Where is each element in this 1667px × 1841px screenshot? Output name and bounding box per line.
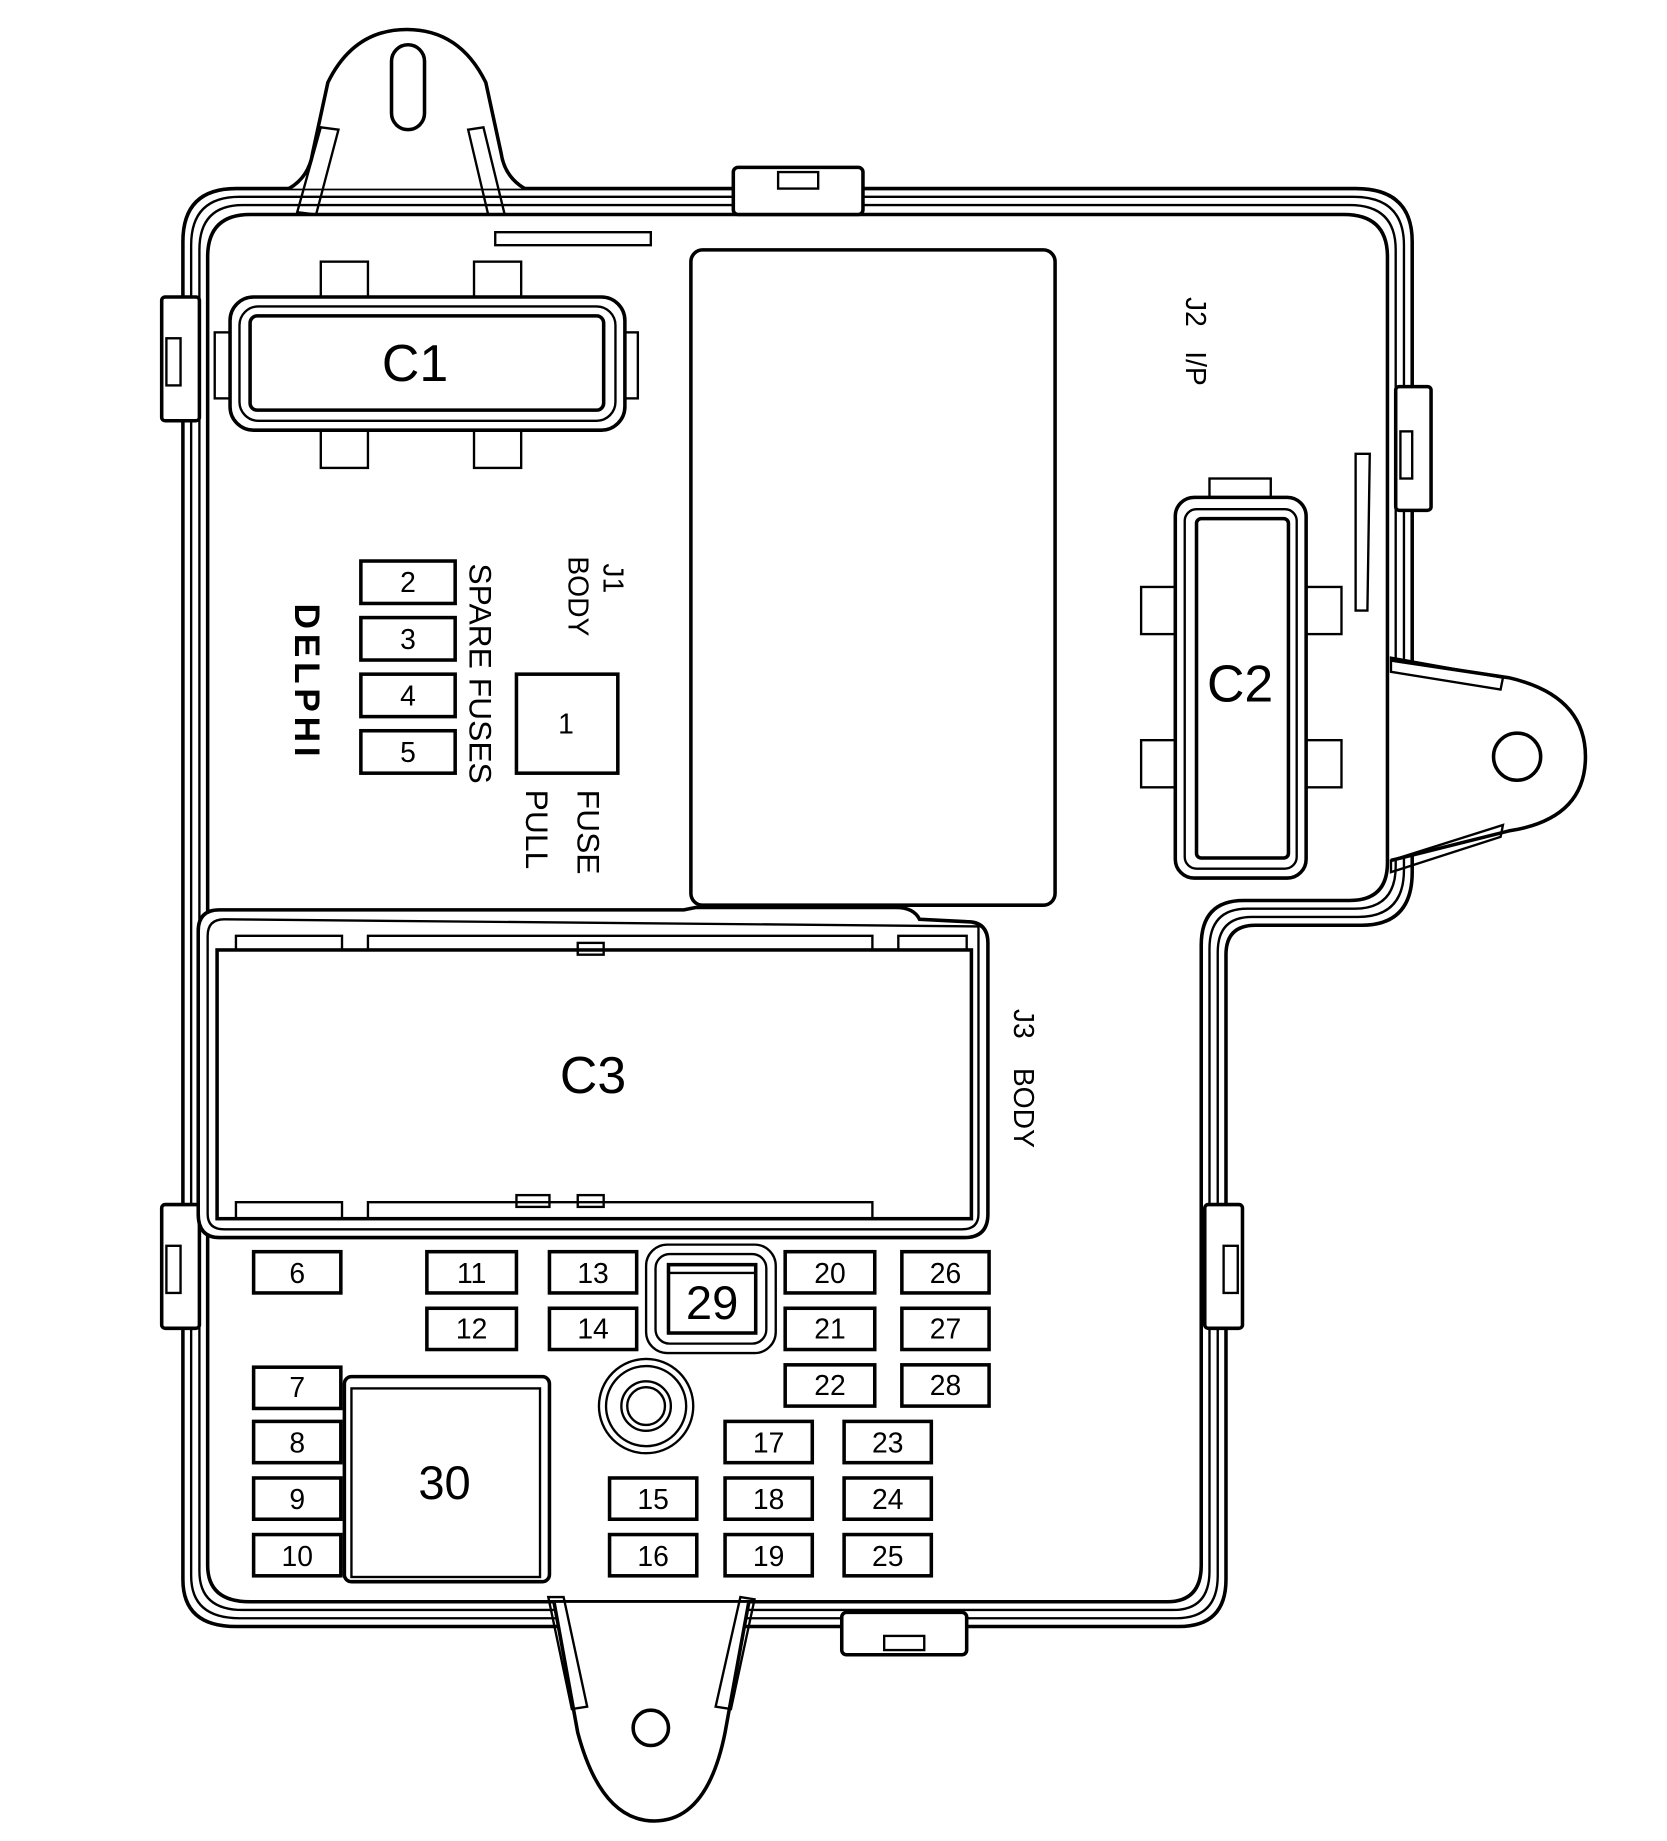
fuse-14[interactable]: 14 <box>547 1306 639 1352</box>
svg-text:5: 5 <box>400 736 416 768</box>
svg-text:22: 22 <box>814 1369 845 1401</box>
svg-text:PULL: PULL <box>519 790 555 870</box>
svg-text:7: 7 <box>289 1371 305 1403</box>
svg-text:26: 26 <box>930 1257 961 1289</box>
svg-text:16: 16 <box>637 1540 668 1572</box>
spare-fuse-4[interactable] <box>359 672 457 719</box>
c1-label: C1 <box>382 334 448 392</box>
spare-fuse-2[interactable] <box>359 559 457 606</box>
fuse-25[interactable]: 25 <box>842 1532 934 1578</box>
module-block <box>689 248 1057 907</box>
relay-30[interactable]: 30 <box>342 1374 552 1584</box>
housing-outline <box>159 27 1588 1823</box>
connector-c3[interactable]: C3 <box>196 905 990 1240</box>
svg-text:24: 24 <box>872 1483 903 1515</box>
svg-text:2: 2 <box>400 566 416 598</box>
svg-text:21: 21 <box>814 1312 845 1344</box>
svg-text:19: 19 <box>753 1540 784 1572</box>
fuse-28[interactable]: 28 <box>900 1363 991 1408</box>
svg-text:27: 27 <box>930 1312 961 1344</box>
fuse-8[interactable]: 8 <box>251 1419 343 1465</box>
fuse-18[interactable]: 18 <box>723 1476 815 1522</box>
fuse-7[interactable]: 7 <box>251 1365 343 1411</box>
ground-stud <box>597 1357 695 1455</box>
spare-fuse-5[interactable] <box>359 728 457 775</box>
fuse-15[interactable]: 15 <box>607 1476 699 1522</box>
fuse-22[interactable]: 22 <box>783 1363 877 1408</box>
svg-text:8: 8 <box>289 1427 305 1459</box>
relay-29[interactable]: 29 <box>644 1243 777 1355</box>
fuse-10[interactable]: 10 <box>251 1532 343 1578</box>
svg-text:FUSE: FUSE <box>571 790 607 875</box>
fuse-12[interactable]: 12 <box>425 1306 519 1352</box>
top-clip <box>731 165 865 217</box>
svg-text:6: 6 <box>289 1257 305 1289</box>
svg-text:J1: J1 <box>598 563 630 593</box>
fuse-21[interactable]: 21 <box>783 1306 877 1352</box>
svg-text:30: 30 <box>418 1456 470 1509</box>
j2-label: J2 I/P <box>1180 297 1212 386</box>
fuse-pull-label: FUSE PULL <box>519 790 607 875</box>
fuse-puller-slot[interactable]: 1 <box>514 672 620 775</box>
fuse-17[interactable]: 17 <box>723 1419 815 1465</box>
svg-text:15: 15 <box>637 1483 668 1515</box>
svg-text:J3: J3 <box>1008 1009 1040 1039</box>
svg-text:BODY: BODY <box>1008 1068 1040 1148</box>
c3-label: C3 <box>560 1046 626 1104</box>
svg-text:29: 29 <box>686 1276 738 1329</box>
spare-fuse-3[interactable] <box>359 615 457 662</box>
fuse-24[interactable]: 24 <box>842 1476 934 1522</box>
svg-text:14: 14 <box>577 1312 608 1344</box>
delphi-logo: DELPHI <box>287 603 326 761</box>
fuse-26[interactable]: 26 <box>900 1249 991 1295</box>
spare-fuses: 2 3 4 5 SPARE FUSES <box>359 559 498 784</box>
svg-text:25: 25 <box>872 1540 903 1572</box>
fuse-19[interactable]: 19 <box>723 1532 815 1578</box>
connector-c2[interactable]: C2 <box>1139 477 1343 880</box>
svg-text:28: 28 <box>930 1369 961 1401</box>
right-mounting-hole <box>1491 731 1543 783</box>
svg-text:9: 9 <box>289 1483 305 1515</box>
fuse-16[interactable]: 16 <box>607 1532 699 1578</box>
fuse-9[interactable]: 9 <box>251 1476 343 1522</box>
fuse-27[interactable]: 27 <box>900 1306 991 1352</box>
svg-text:3: 3 <box>400 623 416 655</box>
connector-c1[interactable]: C1 <box>213 260 640 470</box>
svg-text:10: 10 <box>282 1540 313 1572</box>
svg-text:11: 11 <box>457 1257 486 1289</box>
spare-fuses-label: SPARE FUSES <box>462 563 498 783</box>
svg-text:BODY: BODY <box>562 556 594 636</box>
svg-text:23: 23 <box>872 1427 903 1459</box>
svg-text:I/P: I/P <box>1180 351 1212 386</box>
svg-text:4: 4 <box>400 679 416 711</box>
c2-label: C2 <box>1207 655 1273 713</box>
svg-text:13: 13 <box>577 1257 608 1289</box>
j3-label: J3 BODY <box>1008 1009 1040 1148</box>
bottom-mounting-hole <box>631 1708 671 1748</box>
svg-text:20: 20 <box>814 1257 845 1289</box>
svg-text:18: 18 <box>753 1483 784 1515</box>
fuse-6[interactable]: 6 <box>251 1249 343 1295</box>
fuse-20[interactable]: 20 <box>783 1249 877 1295</box>
svg-text:1: 1 <box>558 708 574 740</box>
svg-text:17: 17 <box>753 1427 784 1459</box>
fuse-23[interactable]: 23 <box>842 1419 934 1465</box>
bottom-clip <box>839 1610 969 1657</box>
fuse-13[interactable]: 13 <box>547 1249 639 1295</box>
svg-text:J2: J2 <box>1180 297 1212 327</box>
fuse-11[interactable]: 11 <box>425 1249 519 1295</box>
svg-text:12: 12 <box>456 1312 487 1344</box>
top-mounting-slot <box>389 43 427 132</box>
j1-label: J1 BODY <box>562 556 629 636</box>
